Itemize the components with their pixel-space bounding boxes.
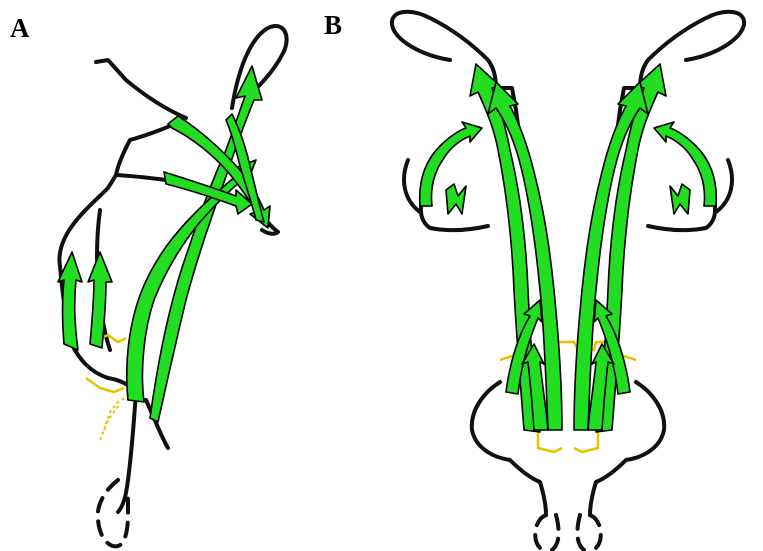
panel-a-dashed-tail: [98, 480, 128, 546]
panel-b-left-strand-5: [446, 184, 466, 214]
panel-b-structure: [392, 12, 744, 550]
panel-a-disulfide-2: [100, 396, 128, 440]
panel-b-disulfide-left: [538, 430, 562, 452]
panel-b-right-strand-5: [670, 184, 690, 214]
panel-b-disulfide-right: [574, 430, 598, 452]
panel-a-structure: [58, 26, 287, 546]
panel-a-strand-1: [150, 66, 262, 422]
panel-a-strand-6: [88, 252, 112, 348]
panel-b-right-dashed-tail: [577, 515, 600, 550]
panel-a-lower-right-loop: [118, 400, 168, 512]
panel-b-left-dashed-tail: [535, 515, 558, 550]
